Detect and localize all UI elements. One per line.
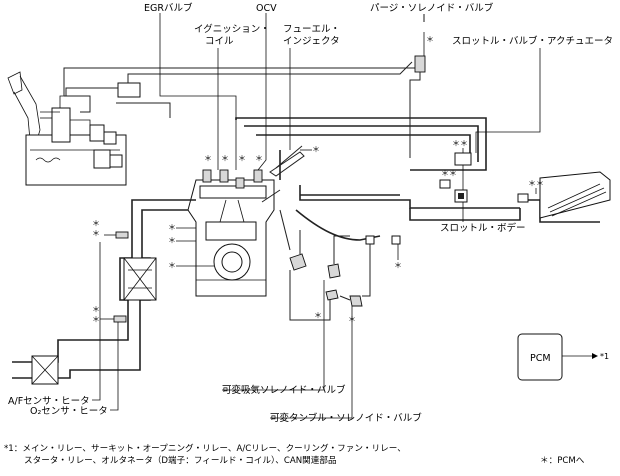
coil-star-4: ＊ [255, 154, 263, 163]
fuel-injector-label-2: インジェクタ [283, 36, 340, 47]
pcm-label: PCM [530, 353, 551, 364]
af-star-2: ＊ [92, 229, 100, 238]
egr-leader [159, 13, 237, 170]
purge-valve-label: パージ・ソレノイド・バルブ [370, 2, 494, 14]
purge-star: ＊ [426, 35, 434, 44]
legend-pcm: ＊：PCMへ [540, 456, 585, 466]
variable-intake-valve [222, 230, 350, 391]
purge-line [63, 62, 421, 96]
footnote-line-1: *1：メイン・リレー、サーキット・オープニング・リレー、A/Cリレー、クーリング… [4, 442, 406, 454]
o2-star-2: ＊ [92, 315, 100, 324]
canister [117, 82, 141, 98]
coil-star-2: ＊ [221, 154, 229, 163]
ignition-coils [202, 169, 263, 189]
throttle-body-label: スロットル・ボデー [440, 222, 526, 234]
pcm-ref: *1 [600, 352, 609, 361]
map-star: ＊ [394, 261, 402, 270]
throttle-actuator-box [454, 152, 472, 166]
af-star-1: ＊ [92, 219, 100, 228]
vis-star: ＊ [314, 311, 322, 320]
injector-star: ＊ [312, 145, 320, 154]
variable-tumble-valve [270, 209, 375, 419]
o2-sensor [100, 315, 127, 411]
af-sensor [92, 231, 129, 401]
ignition-coil-label-1: イグニッション・ [194, 23, 270, 35]
fuel-tank-assembly [7, 71, 127, 186]
vis-valve-label: 可変吸気ソレノイド・バルブ [222, 384, 346, 396]
knock-star: ＊ [168, 223, 176, 232]
purge-solenoid-valve [409, 14, 426, 158]
af-sensor-label: A/Fセンサ・ヒータ [8, 396, 90, 407]
ckp-star: ＊ [168, 261, 176, 270]
pcm-module: PCM *1 [517, 333, 609, 381]
footnote-line-2: スタータ・リレー、オルタネータ（D端子：フィールド・コイル）、CAN関連部品 [24, 454, 337, 466]
throttle-plate [458, 193, 464, 199]
tumble-star: ＊ [348, 315, 356, 324]
maf-stars: ＊＊ [528, 179, 544, 188]
coil-star-3: ＊ [238, 154, 246, 163]
fuel-injector-label-1: フューエル・ [283, 24, 340, 35]
actuator-stars: ＊＊ [452, 139, 468, 148]
egr-valve-label: EGRバルブ [144, 2, 193, 14]
throttle-actuator-label: スロットル・バルブ・アクチュエータ [452, 35, 613, 47]
engine-block [187, 179, 275, 297]
o2-star-1: ＊ [92, 305, 100, 314]
o2-sensor-label: O₂センサ・ヒータ [30, 406, 108, 417]
ocv-label: OCV [256, 3, 277, 14]
air-cleaner [539, 171, 611, 219]
fuel-injectors [261, 145, 305, 203]
coil-star-1: ＊ [204, 154, 212, 163]
ect-star: ＊ [168, 236, 176, 245]
exhaust-system [12, 199, 196, 385]
ocv-leader [257, 13, 267, 171]
tumble-valve-label: 可変タンブル・ソレノイド・バルブ [270, 412, 422, 424]
ignition-coil-label-2: コイル [205, 36, 234, 47]
tp-stars: ＊＊ [441, 169, 457, 178]
